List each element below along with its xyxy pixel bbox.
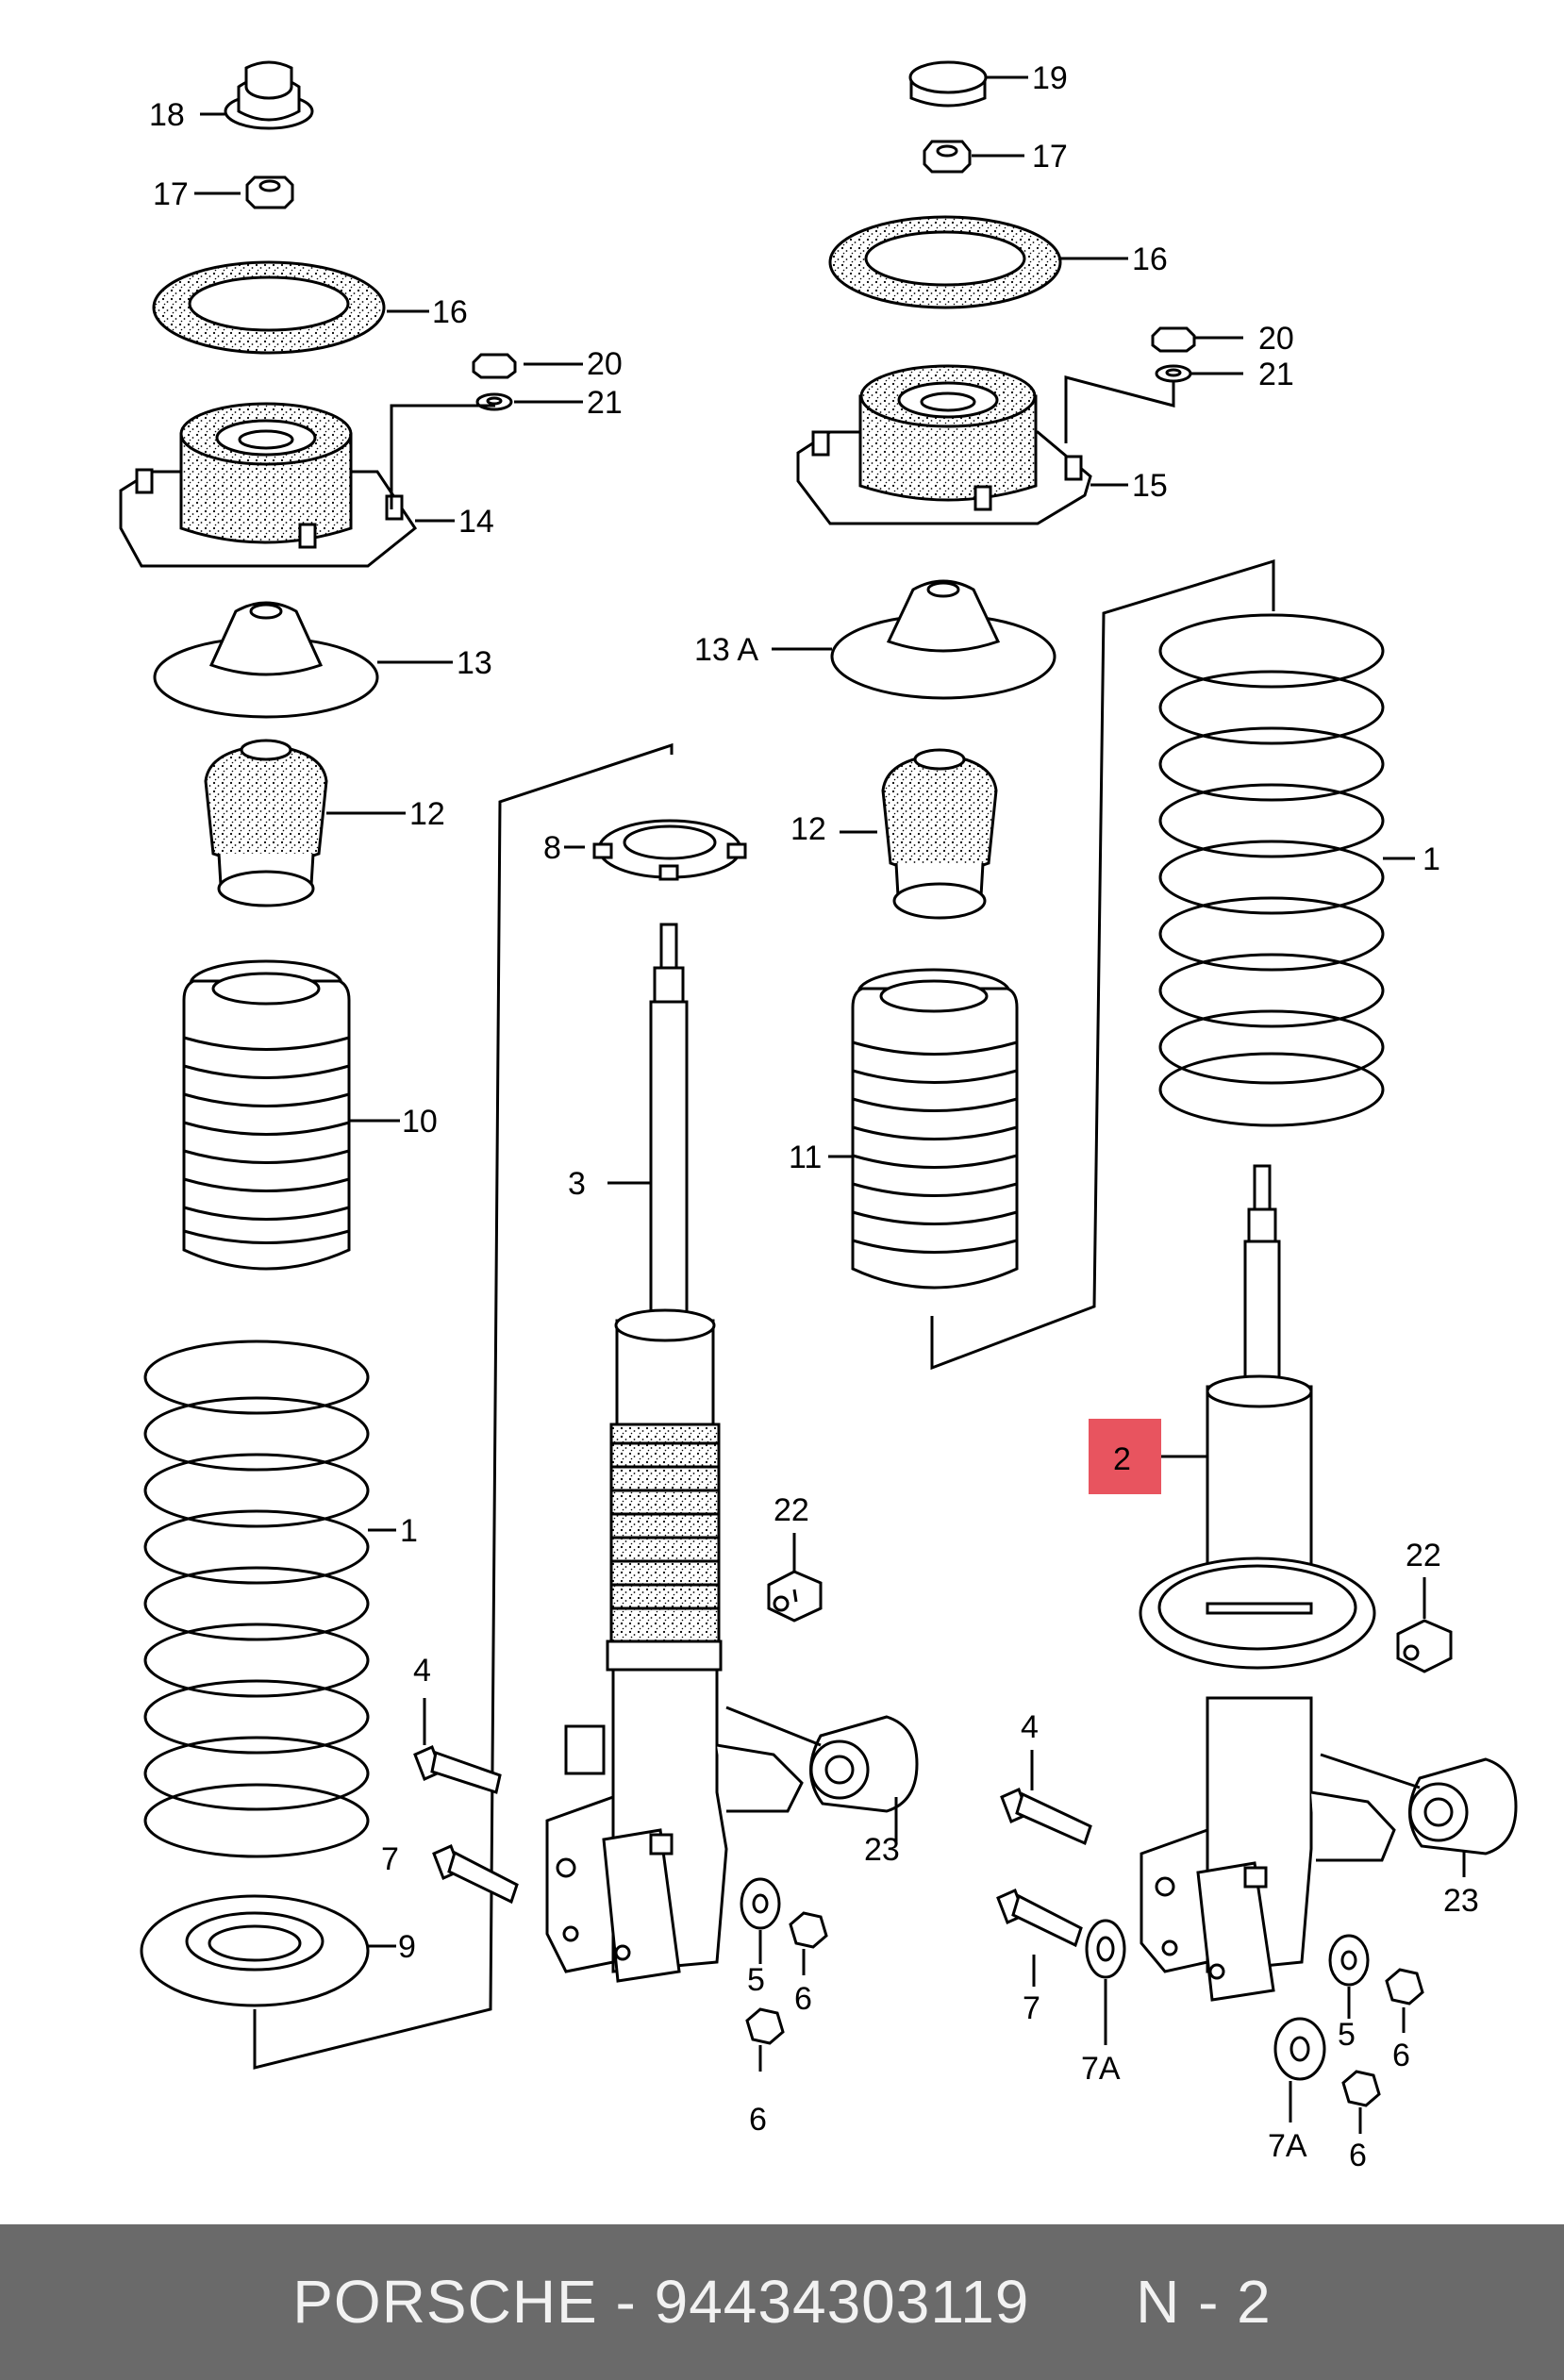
bump-stop-part-12-left <box>204 739 328 907</box>
leader-lines <box>194 75 1466 2134</box>
callout-21-left: 21 <box>587 385 623 421</box>
callout-8: 8 <box>543 830 561 866</box>
callout-1-right: 1 <box>1423 841 1440 877</box>
nut-part-20-left <box>472 353 517 379</box>
washer-part-5-left <box>740 1877 781 1930</box>
callout-6-right-b: 6 <box>1349 2138 1367 2173</box>
bolt-part-7-left <box>432 1843 519 1905</box>
nut-part-17-right <box>923 140 972 174</box>
callout-10: 10 <box>402 1104 438 1140</box>
callout-18: 18 <box>149 97 185 133</box>
bushing-part-23-left <box>725 1706 919 1813</box>
callout-labels: 18 17 16 20 21 14 13 12 10 1 9 8 3 22 4 … <box>149 60 1479 2173</box>
callout-7a-right-b: 7A <box>1268 2128 1307 2164</box>
bump-stop-part-12-right <box>881 748 998 920</box>
callout-19: 19 <box>1032 60 1068 96</box>
callout-9: 9 <box>398 1929 416 1965</box>
nut-part-17-left <box>245 175 294 209</box>
callout-23-right: 23 <box>1443 1883 1479 1919</box>
bump-cap-part-13 <box>153 601 379 719</box>
callout-17-right: 17 <box>1032 139 1068 175</box>
callout-13a: 13 A <box>694 632 758 668</box>
callout-12-left: 12 <box>409 796 445 832</box>
strut-mount-part-14 <box>119 402 418 568</box>
washer-part-21-left <box>475 392 513 411</box>
bushing-part-23-right <box>1320 1753 1518 1856</box>
diagram-code: N - 2 <box>1136 2268 1272 2336</box>
callout-6-right-a: 6 <box>1392 2038 1410 2073</box>
bolt-part-4-right <box>1000 1750 1092 1846</box>
part-info-bar: PORSCHE - 94434303119 N - 2 <box>0 2224 1564 2380</box>
bellows-part-11 <box>851 968 1019 1290</box>
bump-cap-part-13a <box>830 579 1057 700</box>
strut-mount-part-15 <box>796 364 1092 525</box>
callout-14: 14 <box>458 504 494 540</box>
callout-13: 13 <box>457 645 492 681</box>
washer-part-7a-right-b <box>1273 2017 1326 2081</box>
callout-7a-right-a: 7A <box>1081 2051 1121 2087</box>
bolt-part-4-left <box>413 1698 502 1794</box>
washer-part-5-right <box>1328 1934 1370 1987</box>
callout-20-right: 20 <box>1258 321 1294 357</box>
callout-3: 3 <box>568 1166 586 1202</box>
callout-21-right: 21 <box>1258 357 1294 392</box>
group-bracket-left <box>253 742 674 2070</box>
callout-7-left: 7 <box>381 1841 399 1877</box>
strut-nut-part-8 <box>592 819 747 881</box>
callout-22-right: 22 <box>1406 1538 1441 1573</box>
nut-part-20-right <box>1151 326 1196 353</box>
shock-absorber-part-3 <box>545 923 804 1983</box>
callout-2: 2 <box>1113 1441 1131 1477</box>
group-bracket-right <box>930 558 1275 1371</box>
nut-part-6-left-b <box>745 2007 785 2045</box>
shock-absorber-part-2 <box>1139 1164 1396 2002</box>
brand-name: PORSCHE <box>292 2268 598 2336</box>
nut-part-6-right-a <box>1385 1968 1424 2006</box>
callout-16-left: 16 <box>432 294 468 330</box>
nut-part-6-right-b <box>1341 2070 1381 2107</box>
spring-seat-part-9 <box>140 1894 370 2007</box>
bracket-clip-part-22-right <box>1396 1577 1453 1673</box>
callout-11: 11 <box>789 1140 822 1175</box>
bellows-part-10 <box>182 959 351 1271</box>
callout-5-right: 5 <box>1338 2017 1356 2053</box>
callout-7-right: 7 <box>1023 1990 1040 2026</box>
callout-1-left: 1 <box>400 1513 418 1549</box>
callout-4-right: 4 <box>1021 1709 1039 1745</box>
bracket-clip-part-22-left <box>767 1533 823 1623</box>
callout-17-left: 17 <box>153 176 189 212</box>
part-number: 94434303119 <box>654 2268 1030 2336</box>
washer-part-21-right <box>1155 364 1192 383</box>
parts-diagram: 18 17 16 20 21 14 13 12 10 1 9 8 3 22 4 … <box>119 60 1518 2173</box>
callout-6-left-a: 6 <box>794 1981 812 2017</box>
callout-4-left: 4 <box>413 1653 431 1689</box>
cap-part-18 <box>224 60 314 130</box>
callout-15: 15 <box>1132 468 1168 504</box>
callout-12-right: 12 <box>790 811 826 847</box>
coil-spring-part-1-right <box>1158 613 1385 1127</box>
callout-22-left: 22 <box>774 1492 809 1528</box>
callout-20-left: 20 <box>587 346 623 382</box>
ring-part-16-right <box>828 215 1062 309</box>
cap-part-19 <box>908 60 988 108</box>
separator: - <box>615 2268 637 2336</box>
callout-6-left-b: 6 <box>749 2102 767 2138</box>
washer-part-7a-right-a <box>1085 1919 1126 1979</box>
callout-5-left: 5 <box>747 1962 765 1998</box>
callout-16-right: 16 <box>1132 241 1168 277</box>
bolt-part-7-right <box>996 1888 1083 1948</box>
nut-part-6-left-a <box>789 1911 828 1949</box>
callout-23-left: 23 <box>864 1832 900 1868</box>
ring-part-16-left <box>152 260 386 355</box>
part-2-highlight <box>1089 1419 1161 1494</box>
coil-spring-part-1-left <box>143 1340 370 1858</box>
part-info-text: PORSCHE - 94434303119 N - 2 <box>0 2224 1564 2380</box>
